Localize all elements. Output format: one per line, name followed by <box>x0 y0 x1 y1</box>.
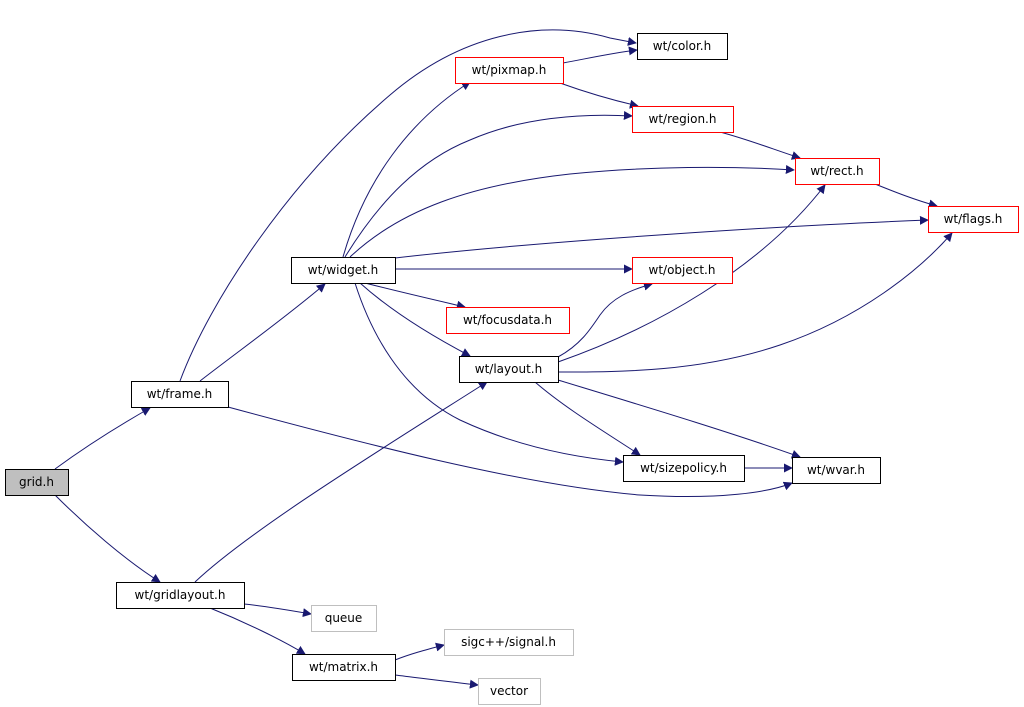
node-label: wt/wvar.h <box>807 463 865 477</box>
edge-wt-layout-h-to-wt-flags-h <box>557 232 953 373</box>
node-box <box>311 605 377 632</box>
node-label: wt/gridlayout.h <box>135 588 226 602</box>
node-box <box>444 629 574 656</box>
edge-wt-pixmap-h-to-wt-region-h <box>559 82 639 109</box>
node-box <box>795 158 880 185</box>
edge-wt-widget-h-to-wt-flags-h <box>394 215 929 259</box>
edge-wt-region-h-to-wt-rect-h <box>719 131 801 160</box>
node-wt-flags-h[interactable]: wt/flags.h <box>928 206 1019 233</box>
node-label: wt/rect.h <box>810 164 863 178</box>
edge-wt-widget-h-to-wt-focusdata-h <box>364 282 466 310</box>
edge-wt-widget-h-to-wt-region-h <box>344 111 633 258</box>
node-wt-gridlayout-h[interactable]: wt/gridlayout.h <box>116 582 245 609</box>
node-label: wt/widget.h <box>308 263 378 277</box>
edge-wt-pixmap-h-to-wt-color-h <box>562 46 638 64</box>
node-wt-frame-h[interactable]: wt/frame.h <box>131 381 229 408</box>
node-grid-h[interactable]: grid.h <box>5 469 69 496</box>
node-box <box>632 257 733 284</box>
edge-wt-frame-h-to-wt-color-h <box>179 29 637 382</box>
node-box <box>632 106 734 133</box>
edge-grid-h-to-wt-frame-h <box>54 407 151 470</box>
node-wt-region-h[interactable]: wt/region.h <box>632 106 734 133</box>
edge-wt-layout-h-to-wt-rect-h <box>557 184 826 363</box>
node-box <box>928 206 1019 233</box>
node-box <box>5 469 69 496</box>
node-label: wt/pixmap.h <box>472 63 547 77</box>
node-label: wt/matrix.h <box>309 660 378 674</box>
edge-wt-gridlayout-h-to-wt-layout-h <box>194 381 488 583</box>
edge-wt-layout-h-to-wt-wvar-h <box>557 379 801 459</box>
edge-wt-layout-h-to-wt-object-h <box>557 281 653 358</box>
node-wt-focusdata-h[interactable]: wt/focusdata.h <box>446 307 570 334</box>
node-vector[interactable]: vector <box>478 678 541 705</box>
node-label: wt/focusdata.h <box>463 313 552 327</box>
node-wt-wvar-h[interactable]: wt/wvar.h <box>792 457 881 484</box>
node-label: vector <box>490 684 528 698</box>
edge-wt-widget-h-to-wt-sizepolicy-h <box>354 282 624 466</box>
node-wt-color-h[interactable]: wt/color.h <box>637 33 728 60</box>
node-sigcpp-signal-h[interactable]: sigc++/signal.h <box>444 629 574 656</box>
edge-wt-frame-h-to-wt-widget-h <box>199 283 326 382</box>
node-wt-rect-h[interactable]: wt/rect.h <box>795 158 880 185</box>
edge-grid-h-to-wt-gridlayout-h <box>54 494 161 583</box>
edge-wt-matrix-h-to-sigcpp-signal-h <box>394 642 445 661</box>
node-wt-pixmap-h[interactable]: wt/pixmap.h <box>455 57 564 84</box>
node-box <box>131 381 229 408</box>
edge-wt-widget-h-to-wt-rect-h <box>349 165 795 258</box>
node-box <box>623 455 745 482</box>
edge-wt-gridlayout-h-to-wt-matrix-h <box>209 607 306 655</box>
node-label: grid.h <box>19 475 54 489</box>
node-box <box>792 457 881 484</box>
edge-wt-widget-h-to-wt-layout-h <box>359 282 471 357</box>
node-label: wt/object.h <box>649 263 716 277</box>
node-box <box>478 678 541 705</box>
node-box <box>292 654 396 681</box>
edge-wt-layout-h-to-wt-sizepolicy-h <box>534 381 641 456</box>
node-wt-object-h[interactable]: wt/object.h <box>632 257 733 284</box>
node-label: queue <box>325 611 363 625</box>
node-wt-matrix-h[interactable]: wt/matrix.h <box>292 654 396 681</box>
node-box <box>291 257 396 284</box>
node-label: wt/frame.h <box>147 387 213 401</box>
node-label: wt/color.h <box>653 39 711 53</box>
node-wt-widget-h[interactable]: wt/widget.h <box>291 257 396 284</box>
node-label: sigc++/signal.h <box>461 635 556 649</box>
node-box <box>116 582 245 609</box>
edge-wt-widget-h-to-wt-pixmap-h <box>342 81 471 258</box>
edge-wt-rect-h-to-wt-flags-h <box>874 183 938 209</box>
edges-layer <box>54 29 953 689</box>
nodes-layer: grid.h wt/frame.h wt/gridlayout.h wt/color.… <box>5 33 1019 705</box>
edge-wt-matrix-h-to-vector <box>394 674 479 689</box>
node-wt-layout-h[interactable]: wt/layout.h <box>459 356 559 383</box>
node-box <box>459 356 559 383</box>
edge-wt-frame-h-to-wt-wvar-h <box>227 406 793 498</box>
edge-wt-gridlayout-h-to-queue <box>243 603 312 618</box>
node-label: wt/sizepolicy.h <box>640 461 727 475</box>
node-queue[interactable]: queue <box>311 605 377 632</box>
node-box <box>455 57 564 84</box>
node-label: wt/region.h <box>649 112 717 126</box>
node-box <box>637 33 728 60</box>
node-box <box>446 307 570 334</box>
node-wt-sizepolicy-h[interactable]: wt/sizepolicy.h <box>623 455 745 482</box>
node-label: wt/layout.h <box>475 362 542 376</box>
node-label: wt/flags.h <box>944 212 1003 226</box>
